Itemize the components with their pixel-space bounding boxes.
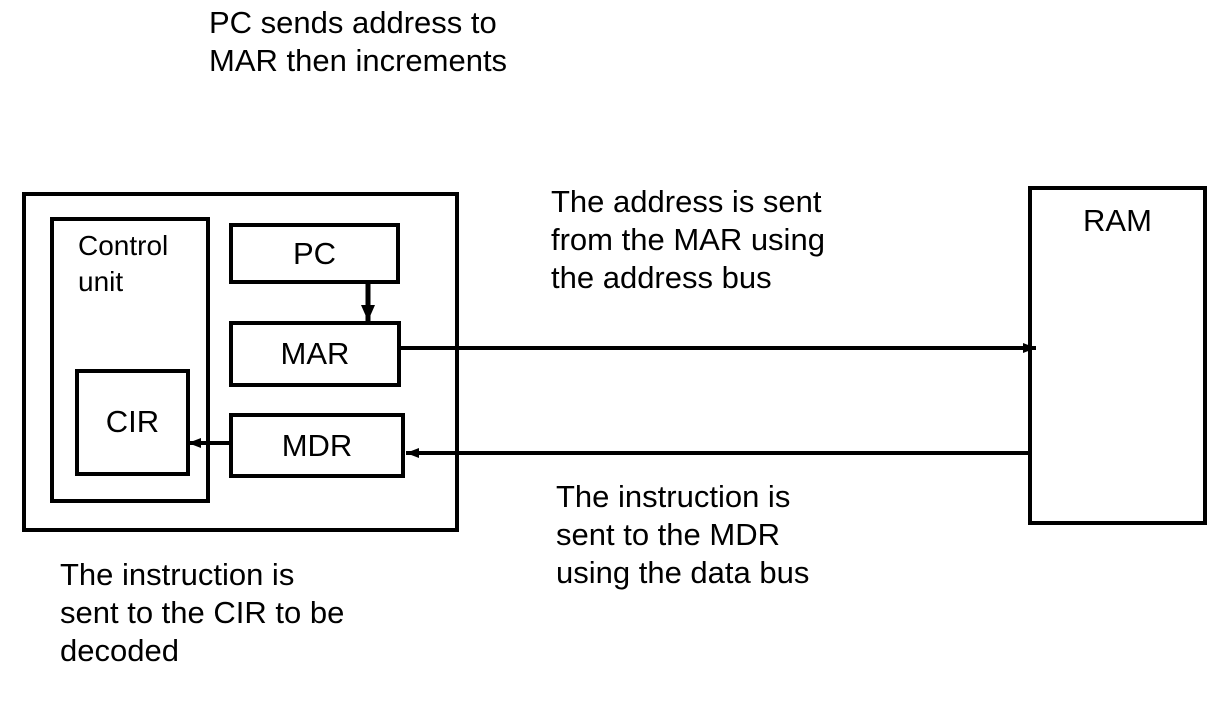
cir-box (75, 369, 190, 476)
annotation-data-bus: The instruction is sent to the MDR using… (556, 479, 810, 590)
ram-label: RAM (1083, 203, 1152, 238)
cir-label: CIR (105, 404, 160, 439)
ram-box (1028, 186, 1207, 525)
pc-label: PC (292, 236, 337, 271)
mdr-label: MDR (281, 428, 353, 463)
annotation-cir-decode: The instruction is sent to the CIR to be… (60, 557, 345, 668)
annotation-pc-sends-address: PC sends address to MAR then increments (209, 5, 508, 78)
mdr-box (229, 413, 405, 478)
mar-label: MAR (280, 336, 350, 371)
mar-box (229, 321, 401, 387)
annotation-address-bus: The address is sent from the MAR using t… (551, 184, 825, 295)
pc-box (229, 223, 400, 284)
control-unit-label: Control unit (78, 230, 169, 297)
